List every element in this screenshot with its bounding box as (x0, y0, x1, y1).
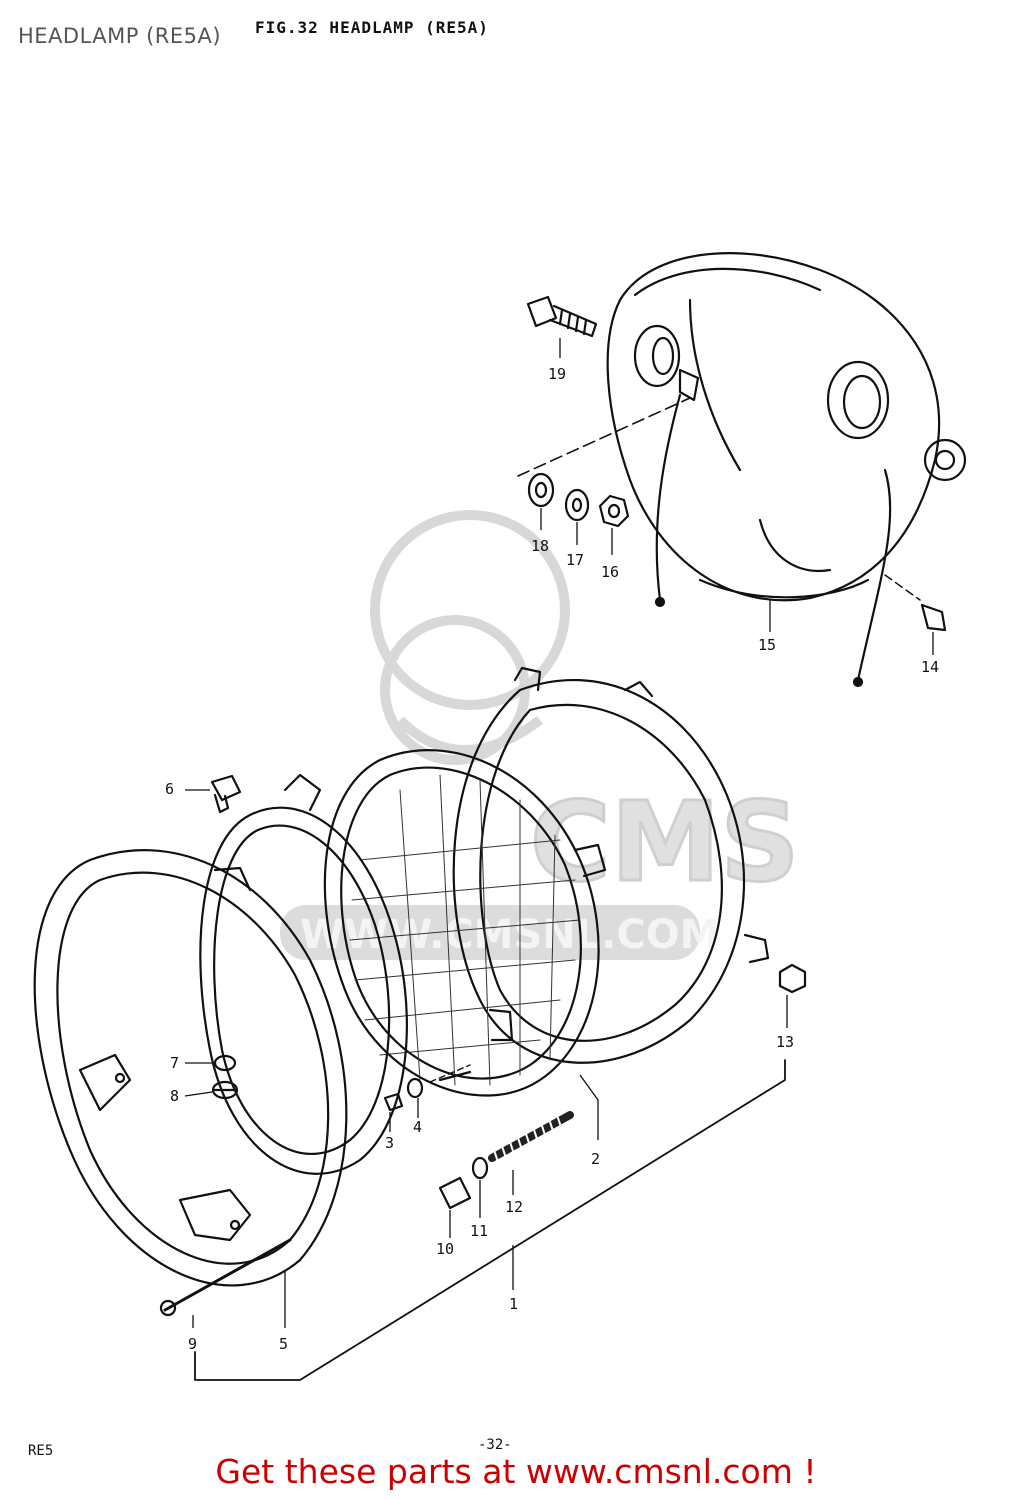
sealed-beam-unit (323, 749, 607, 1097)
callout-18: 18 (531, 537, 550, 555)
nut-16 (598, 494, 630, 528)
mounting-ring-2 (452, 666, 770, 1064)
overlay-title: HEADLAMP (RE5A) (18, 24, 222, 48)
callout-11: 11 (470, 1222, 489, 1240)
callout-3: 3 (385, 1134, 395, 1152)
callout-19: 19 (548, 365, 567, 383)
figure-title: FIG.32 HEADLAMP (RE5A) (255, 18, 489, 37)
promo-banner-link[interactable]: Get these parts at www.cmsnl.com ! (215, 1452, 817, 1491)
washer-11 (471, 1156, 489, 1180)
washer-18 (527, 472, 555, 508)
callout-4: 4 (413, 1118, 423, 1136)
callout-7: 7 (170, 1054, 180, 1072)
callout-2: 2 (591, 1150, 601, 1168)
watermark-text: WWW.CMSNL.COM (300, 912, 720, 958)
nut-7 (213, 1054, 237, 1072)
leader-lines (184, 338, 934, 1328)
collar-10 (438, 1176, 472, 1210)
callout-8: 8 (170, 1087, 180, 1105)
leader-19-to-housing (517, 397, 691, 477)
callout-1: 1 (509, 1295, 519, 1313)
page-number: -32- (478, 1437, 512, 1453)
callout-14: 14 (921, 658, 940, 676)
nut-13 (778, 963, 807, 994)
callout-17: 17 (566, 551, 585, 569)
callout-10: 10 (436, 1240, 455, 1258)
spring-12 (488, 1111, 574, 1163)
inner-ring-5 (199, 773, 472, 1175)
screw-6 (210, 774, 242, 814)
callout-15: 15 (758, 636, 777, 654)
headlamp-housing-15 (606, 252, 967, 688)
callout-9: 9 (188, 1335, 198, 1353)
bolt-19 (526, 295, 598, 338)
watermark-logo: CMS (530, 778, 799, 906)
callout-6: 6 (165, 780, 175, 798)
callout-13: 13 (776, 1033, 795, 1051)
callout-16: 16 (601, 563, 620, 581)
model-code: RE5 (28, 1443, 54, 1459)
callout-5: 5 (279, 1335, 289, 1353)
watermark: CMS WWW.CMSNL.COM (280, 510, 801, 960)
callout-12: 12 (505, 1198, 524, 1216)
screw-3 (383, 1092, 404, 1112)
headlamp-rim (33, 849, 348, 1317)
nut-4 (406, 1077, 424, 1099)
screw-14 (884, 574, 947, 632)
assembly-bracket-1 (194, 1059, 786, 1381)
spring-8 (211, 1080, 239, 1100)
lock-washer-17 (564, 488, 590, 522)
